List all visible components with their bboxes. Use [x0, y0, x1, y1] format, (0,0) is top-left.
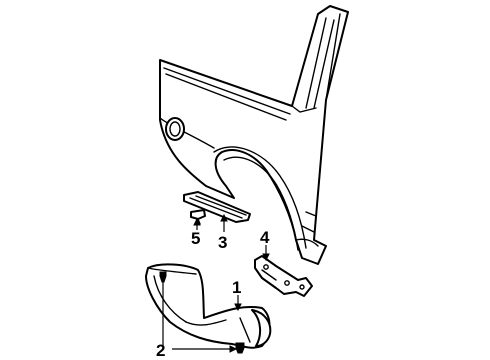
leader-4-arrow [262, 253, 270, 262]
part-3-strip [183, 191, 251, 223]
leader-lines [162, 213, 270, 353]
part-5-clip [190, 209, 206, 225]
callout-3: 3 [218, 233, 227, 252]
callout-2: 2 [156, 341, 165, 360]
leader-2-arrow [229, 345, 238, 353]
part-2-fastener-upper [159, 271, 167, 286]
callout-1: 1 [232, 278, 241, 297]
leader-3-arrow [220, 213, 228, 222]
quarter-panel [159, 5, 349, 265]
part-4-bracket [254, 255, 313, 297]
part-2-fastener-lower [235, 342, 245, 354]
leader-5-arrow [193, 217, 201, 226]
callout-4: 4 [260, 228, 270, 247]
callout-5: 5 [191, 229, 200, 248]
leader-1-arrow [234, 303, 242, 312]
part-1-lower-extension [145, 263, 272, 349]
